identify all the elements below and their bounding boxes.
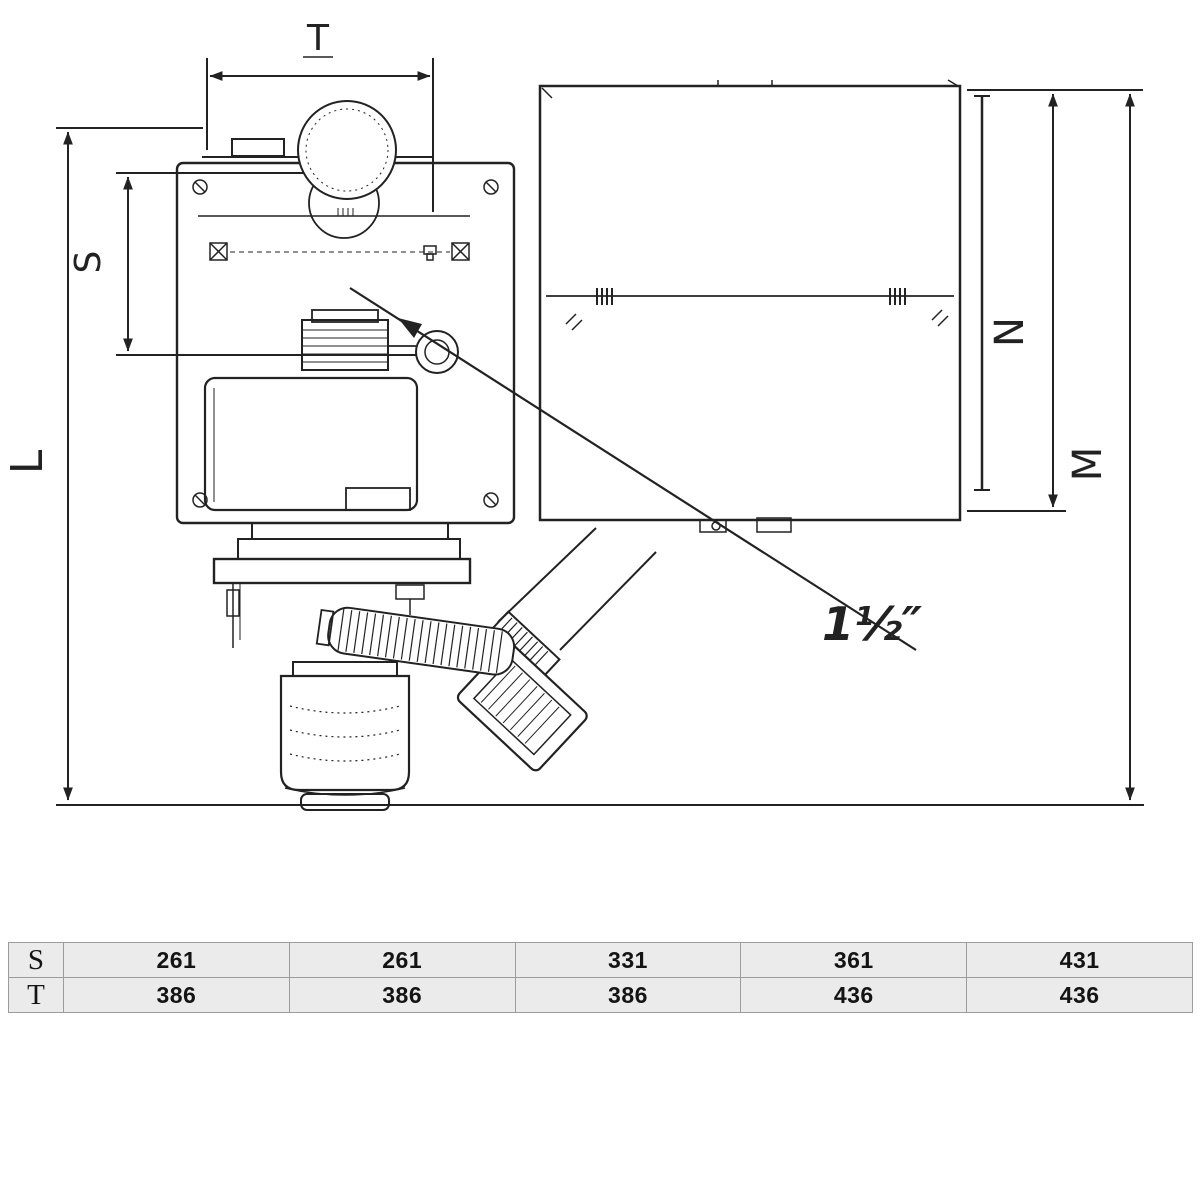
table-row-s: S 261 261 331 361 431 <box>9 943 1192 977</box>
technical-drawing: T S L N <box>2 18 1144 811</box>
table-cell: 261 <box>63 943 289 977</box>
table-cell: 436 <box>740 978 966 1012</box>
table-cell: 431 <box>966 943 1192 977</box>
dimension-n: N <box>967 93 1066 512</box>
table-cell: 386 <box>514 978 741 1012</box>
table-row-t: T 386 386 386 436 436 <box>9 977 1192 1012</box>
dim-label-s: S <box>68 251 109 274</box>
table-cell: 261 <box>288 943 515 977</box>
size-callout: 1½″ <box>349 287 923 651</box>
callout-size-label: 1½″ <box>822 597 923 651</box>
dim-label-l: L <box>2 449 53 474</box>
dim-label-t: T <box>306 18 330 59</box>
table-cell: 361 <box>740 943 966 977</box>
dimension-m: M <box>967 89 1143 801</box>
table-cell: 331 <box>514 943 741 977</box>
dim-label-m: M <box>1065 447 1111 482</box>
dim-label-n: N <box>987 317 1033 347</box>
row-label-t: T <box>27 978 45 1011</box>
dimension-s: S <box>68 172 428 356</box>
pump-assembly <box>212 522 516 811</box>
dimension-t: T <box>206 18 434 212</box>
burner-unit <box>175 100 516 525</box>
tank-side-view <box>538 79 990 533</box>
table-cell: 386 <box>288 978 515 1012</box>
table-cell: 386 <box>63 978 289 1012</box>
dimension-table: S 261 261 331 361 431 T 386 386 386 436 … <box>8 942 1193 1013</box>
row-label-s: S <box>27 943 45 976</box>
table-cell: 436 <box>966 978 1192 1012</box>
dimension-l: L <box>2 127 203 801</box>
callout-arrow-icon <box>398 318 422 338</box>
